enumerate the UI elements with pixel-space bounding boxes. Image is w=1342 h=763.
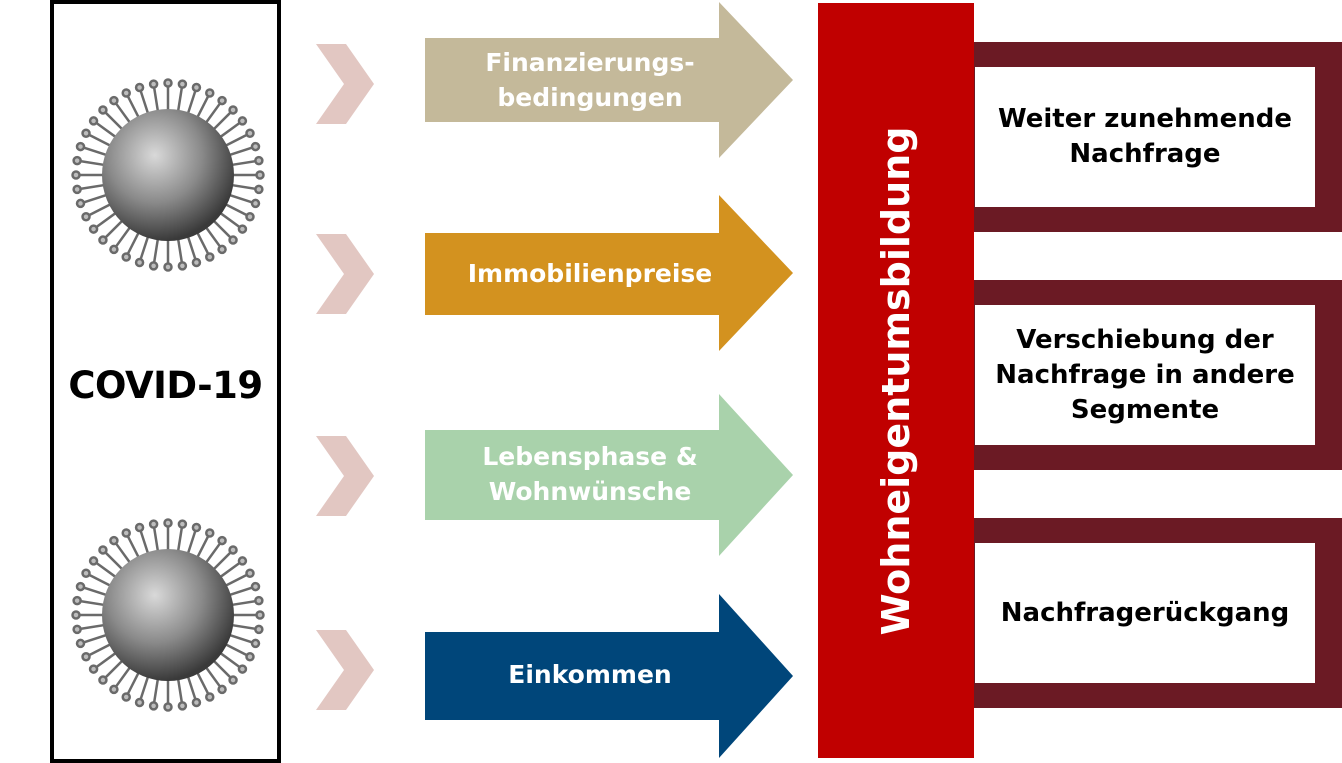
outcome-label: Verschiebung der Nachfrage in andere Seg… [995,324,1295,425]
outcome-label: Weiter zunehmende Nachfrage [997,104,1292,169]
outcome-box: Weiter zunehmende Nachfrage [975,67,1315,207]
factor-arrow-financing: Finanzierungs- bedingungen [425,2,793,158]
chevron-icon [316,44,374,124]
factor-label: Einkommen [508,660,672,689]
factor-arrow-lifephase: Lebensphase & Wohnwünsche [425,394,793,556]
arrow-shape [425,2,793,158]
covid-label: COVID-19 [68,364,263,407]
chevron-icon [316,234,374,314]
center-label: Wohneigentumsbildung [874,126,918,636]
chevron-icon [316,436,374,516]
arrow-shape [425,195,793,351]
factor-arrow-income: Einkommen [425,594,793,758]
outcome-box: Nachfragerückgang [975,543,1315,683]
outcome-box: Verschiebung der Nachfrage in andere Seg… [975,305,1315,445]
factor-label: Lebensphase & Wohnwünsche [482,442,698,506]
virus-image-top [71,78,265,272]
factor-label: Immobilienpreise [467,259,713,288]
arrow-shape [425,394,793,556]
center-bar: Wohneigentumsbildung [818,3,974,758]
virus-image-bottom [71,518,265,712]
factor-arrow-prices: Immobilienpreise [425,195,793,351]
factor-label: Finanzierungs- bedingungen [485,48,695,112]
arrow-shape [425,594,793,758]
chevron-icon [316,630,374,710]
outcome-label: Nachfragerückgang [1000,597,1290,628]
